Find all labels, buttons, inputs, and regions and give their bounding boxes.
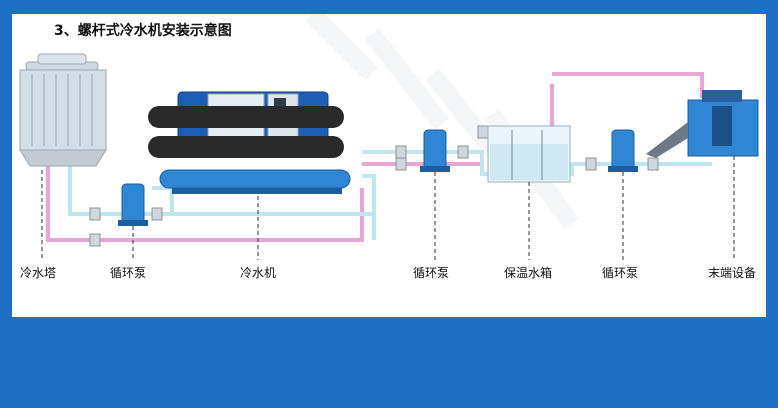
installation-diagram xyxy=(19,14,759,260)
insulated-tank-shape xyxy=(487,125,571,183)
pump-3-label: 循环泵 xyxy=(602,266,639,280)
tank-label: 保温水箱 xyxy=(504,266,553,280)
watermark xyxy=(305,14,580,230)
cooling-tower xyxy=(19,53,107,167)
chiller-shape xyxy=(148,91,351,194)
pump-1-shape xyxy=(118,183,148,226)
pump-3-shape xyxy=(608,129,638,172)
diagram-panel: 3、螺杆式冷水机安装示意图 xyxy=(12,14,766,317)
terminal-equipment-shape xyxy=(646,90,759,158)
pump-2-label: 循环泵 xyxy=(413,266,450,280)
pump-2-shape xyxy=(420,129,450,172)
pump-1-label: 循环泵 xyxy=(110,266,147,280)
chiller-label: 冷水机 xyxy=(240,266,277,280)
diagram-title: 3、螺杆式冷水机安装示意图 xyxy=(54,23,232,39)
terminal-label: 末端设备 xyxy=(708,266,757,280)
cooling-tower-label: 冷水塔 xyxy=(20,266,57,280)
leader-lines xyxy=(41,156,735,260)
